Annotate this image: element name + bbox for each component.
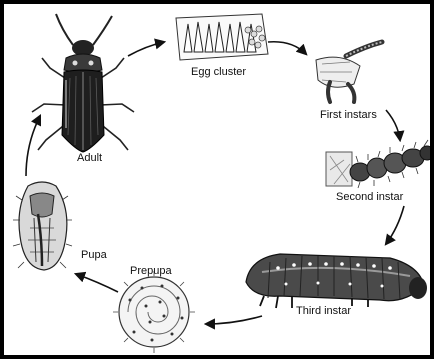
third-instar-illustration <box>246 254 427 308</box>
arrow-pupa-to-adult <box>26 116 40 176</box>
egg-cluster-label: Egg cluster <box>191 67 246 78</box>
lifecycle-diagram-frame: Adult Egg cluster First instars Second i… <box>4 4 430 355</box>
arrow-third-instar-to-prepupa <box>206 316 262 324</box>
arrow-first-to-second-instar <box>386 110 400 140</box>
arrow-second-to-third-instar <box>386 206 404 244</box>
prepupa-label: Prepupa <box>130 266 172 277</box>
adult-beetle-illustration <box>32 14 134 152</box>
first-instars-label: First instars <box>320 110 377 121</box>
arrow-prepupa-to-pupa <box>76 274 118 292</box>
first-instars-illustration <box>316 42 382 102</box>
second-instar-illustration <box>326 140 430 188</box>
arrow-egg-to-first-instars <box>268 42 306 54</box>
pupa-label: Pupa <box>81 250 107 261</box>
lifecycle-diagram <box>4 4 430 355</box>
third-instar-label: Third instar <box>296 306 351 317</box>
second-instar-label: Second instar <box>336 192 403 203</box>
arrow-adult-to-egg <box>128 42 164 56</box>
adult-label: Adult <box>77 153 102 164</box>
pupa-illustration <box>13 182 72 270</box>
prepupa-illustration <box>113 271 195 353</box>
egg-cluster-illustration <box>176 14 268 60</box>
